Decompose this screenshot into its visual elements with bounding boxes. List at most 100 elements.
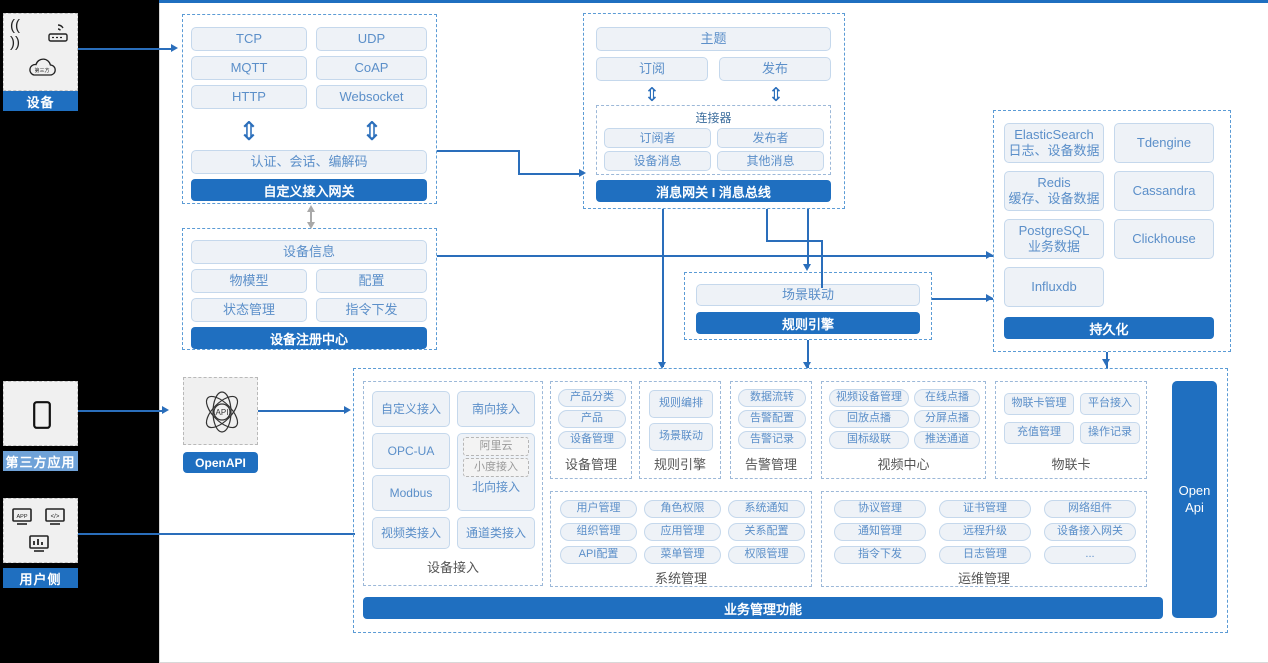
- svg-text:API: API: [216, 408, 229, 417]
- col-device-management: 产品分类 产品 设备管理 设备管理: [550, 381, 632, 479]
- chip-postgresql[interactable]: PostgreSQL 业务数据: [1004, 219, 1104, 259]
- chip-tcp[interactable]: TCP: [191, 27, 307, 51]
- bar-device-registry[interactable]: 设备注册中心: [191, 327, 427, 349]
- chip-subscribe[interactable]: 订阅: [596, 57, 708, 81]
- conn-thirdparty-openapi-arrow: [162, 406, 169, 414]
- chip-rule-orchestration[interactable]: 规则编排: [649, 390, 713, 418]
- chip-command-dispatch[interactable]: 指令下发: [316, 298, 427, 322]
- chip-split-screen-vod[interactable]: 分屏点播: [914, 410, 980, 428]
- chip-user-management[interactable]: 用户管理: [560, 500, 637, 518]
- conn-registry-persistence-arrow: [986, 251, 993, 259]
- chip-elasticsearch[interactable]: ElasticSearch 日志、设备数据: [1004, 123, 1104, 163]
- conn-user-business: [78, 533, 355, 535]
- chip-command-dispatch-ops[interactable]: 指令下发: [834, 546, 926, 564]
- chip-iot-card-management[interactable]: 物联卡管理: [1004, 393, 1074, 415]
- chip-system-notice[interactable]: 系统通知: [728, 500, 805, 518]
- chip-device-management[interactable]: 设备管理: [558, 431, 626, 449]
- chip-thing-model[interactable]: 物模型: [191, 269, 307, 293]
- col-video-center: 视频设备管理 在线点播 回放点播 分屏点播 国标级联 推送通道 视频中心: [821, 381, 986, 479]
- chip-scene-linkage[interactable]: 场景联动: [696, 284, 920, 306]
- chip-state-management[interactable]: 状态管理: [191, 298, 307, 322]
- chip-aliyun[interactable]: 阿里云: [463, 437, 529, 456]
- col-alarm-management: 数据流转 告警配置 告警记录 告警管理: [730, 381, 812, 479]
- chip-device-info[interactable]: 设备信息: [191, 240, 427, 264]
- chip-menu-management[interactable]: 菜单管理: [644, 546, 721, 564]
- chip-udp[interactable]: UDP: [316, 27, 427, 51]
- conn-thirdparty-openapi: [78, 410, 164, 412]
- chip-opc-ua[interactable]: OPC-UA: [372, 433, 450, 469]
- chip-northbound-access-group[interactable]: 阿里云 小度接入 北向接入: [457, 433, 535, 511]
- conn-bus-business-arrow: [658, 362, 666, 369]
- chip-alarm-config[interactable]: 告警配置: [738, 410, 806, 428]
- chip-alarm-record[interactable]: 告警记录: [738, 431, 806, 449]
- chip-publisher[interactable]: 发布者: [717, 128, 824, 148]
- chip-relation-config[interactable]: 关系配置: [728, 523, 805, 541]
- chip-publish[interactable]: 发布: [719, 57, 831, 81]
- chip-recharge-management[interactable]: 充值管理: [1004, 422, 1074, 444]
- actor-user-label: 用户侧: [3, 568, 78, 588]
- chip-coap[interactable]: CoAP: [316, 56, 427, 80]
- chip-data-flow[interactable]: 数据流转: [738, 389, 806, 407]
- chip-operation-record[interactable]: 操作记录: [1080, 422, 1140, 444]
- chip-playback-vod[interactable]: 回放点播: [829, 410, 909, 428]
- chip-device-access-gateway[interactable]: 设备接入网关: [1044, 523, 1136, 541]
- actor-device-label-text: 设备: [26, 94, 55, 110]
- chip-gb-cascade[interactable]: 国标级联: [829, 431, 909, 449]
- top-accent-line: [159, 0, 1268, 3]
- chip-app-management[interactable]: 应用管理: [644, 523, 721, 541]
- caption-device-access: 设备接入: [426, 560, 479, 575]
- bar-openapi-vertical-line2: Api: [1185, 499, 1204, 515]
- chip-other-message[interactable]: 其他消息: [717, 151, 824, 171]
- chip-platform-access[interactable]: 平台接入: [1080, 393, 1140, 415]
- col-device-access: 自定义接入 南向接入 OPC-UA Modbus 阿里云 小度接入 北向接入 视…: [363, 381, 543, 586]
- double-arrow-pub-icon: ⇕: [768, 84, 784, 106]
- chip-http[interactable]: HTTP: [191, 85, 307, 109]
- chip-video-device-management[interactable]: 视频设备管理: [829, 389, 909, 407]
- bar-business-management[interactable]: 业务管理功能: [363, 597, 1163, 619]
- bar-custom-access-gateway[interactable]: 自定义接入网关: [191, 179, 427, 201]
- chip-product[interactable]: 产品: [558, 410, 626, 428]
- chip-more-ellipsis[interactable]: ...: [1044, 546, 1136, 564]
- chip-clickhouse[interactable]: Clickhouse: [1114, 219, 1214, 259]
- chip-protocol-management[interactable]: 协议管理: [834, 500, 926, 518]
- chip-network-component[interactable]: 网络组件: [1044, 500, 1136, 518]
- chip-topic[interactable]: 主题: [596, 27, 831, 51]
- group-device-registry: 设备信息 物模型 配置 状态管理 指令下发 设备注册中心: [182, 228, 437, 350]
- chip-online-vod[interactable]: 在线点播: [914, 389, 980, 407]
- chip-video-access[interactable]: 视频类接入: [372, 517, 450, 549]
- chip-config[interactable]: 配置: [316, 269, 427, 293]
- chip-auth-session-codec[interactable]: 认证、会话、编解码: [191, 150, 427, 174]
- chip-xiaodu-access[interactable]: 小度接入: [463, 458, 529, 477]
- chip-scene-linkage-biz[interactable]: 场景联动: [649, 423, 713, 451]
- chip-log-management[interactable]: 日志管理: [939, 546, 1031, 564]
- chip-modbus[interactable]: Modbus: [372, 475, 450, 511]
- chip-remote-upgrade[interactable]: 远程升级: [939, 523, 1031, 541]
- chip-custom-access[interactable]: 自定义接入: [372, 391, 450, 427]
- chip-websocket[interactable]: Websocket: [316, 85, 427, 109]
- chip-tdengine[interactable]: Tdengine: [1114, 123, 1214, 163]
- bar-openapi[interactable]: OpenAPI: [183, 452, 258, 473]
- bar-openapi-vertical[interactable]: Open Api: [1172, 381, 1217, 618]
- chip-subscriber[interactable]: 订阅者: [604, 128, 711, 148]
- chip-org-management[interactable]: 组织管理: [560, 523, 637, 541]
- chip-api-config[interactable]: API配置: [560, 546, 637, 564]
- chip-role-permission[interactable]: 角色权限: [644, 500, 721, 518]
- chip-push-channel[interactable]: 推送通道: [914, 431, 980, 449]
- chip-notice-management[interactable]: 通知管理: [834, 523, 926, 541]
- chip-cassandra[interactable]: Cassandra: [1114, 171, 1214, 211]
- chip-influxdb[interactable]: Influxdb: [1004, 267, 1104, 307]
- bar-message-gateway-bus[interactable]: 消息网关 I 消息总线: [596, 180, 831, 202]
- chip-channel-access[interactable]: 通道类接入: [457, 517, 535, 549]
- bar-persistence[interactable]: 持久化: [1004, 317, 1214, 339]
- chip-mqtt[interactable]: MQTT: [191, 56, 307, 80]
- chip-permission-management[interactable]: 权限管理: [728, 546, 805, 564]
- chip-device-message[interactable]: 设备消息: [604, 151, 711, 171]
- chip-product-category[interactable]: 产品分类: [558, 389, 626, 407]
- conn-gateway-registry-arrow-down: [307, 222, 315, 229]
- chip-cert-management[interactable]: 证书管理: [939, 500, 1031, 518]
- chip-redis[interactable]: Redis 缓存、设备数据: [1004, 171, 1104, 211]
- chip-southbound-access[interactable]: 南向接入: [457, 391, 535, 427]
- conn-gw-bus-v: [518, 150, 520, 174]
- col-iot-card: 物联卡管理 平台接入 充值管理 操作记录 物联卡: [995, 381, 1147, 479]
- bar-rule-engine[interactable]: 规则引擎: [696, 312, 920, 334]
